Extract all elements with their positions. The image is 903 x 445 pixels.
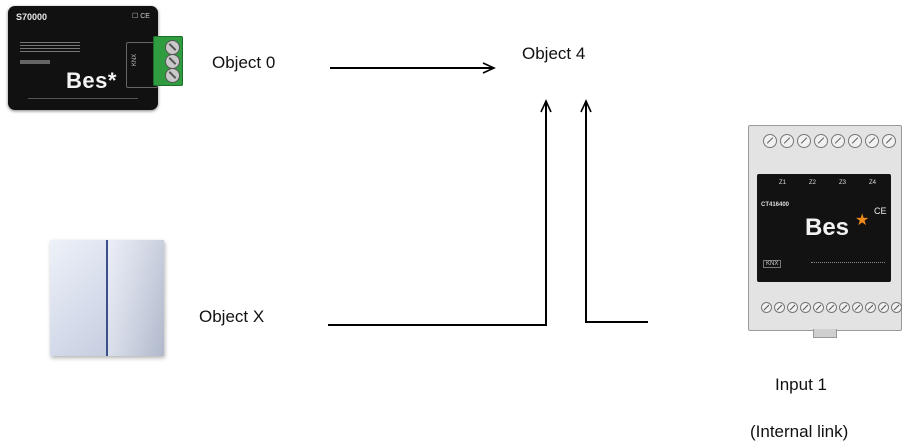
bottom-screw-row (761, 302, 903, 313)
screw-icon (891, 302, 902, 313)
s70000-fine-print (20, 42, 80, 52)
screw-icon (813, 302, 824, 313)
screw-icon (814, 134, 828, 148)
screw-icon (787, 302, 798, 313)
channel-label: Z3 (839, 180, 847, 186)
s70000-device: S70000 ☐ CE Bes* KNX (8, 6, 158, 110)
screw-icon (761, 302, 772, 313)
din-rail-clip (813, 329, 837, 338)
channel-label: Z1 (779, 180, 787, 186)
star-icon: ★ (855, 212, 870, 229)
screw-icon (763, 134, 777, 148)
s70000-model-label: S70000 (16, 12, 48, 22)
s70000-ce-mark: ☐ CE (132, 13, 150, 20)
screw-icon (780, 134, 794, 148)
screw-icon (797, 134, 811, 148)
label-object-4: Object 4 (522, 44, 586, 63)
actuator-model-label: CT416400 (761, 202, 790, 208)
label-object-0: Object 0 (212, 53, 276, 72)
label-object-x: Object X (199, 307, 265, 326)
screw-icon (848, 134, 862, 148)
switch-right-rocker (108, 240, 164, 356)
screw-icon (774, 302, 785, 313)
wire-objectX-to-object4 (328, 99, 552, 326)
screw-icon (865, 134, 879, 148)
actuator-output-markings (811, 262, 885, 277)
label-input-1: Input 1 (775, 375, 827, 394)
channel-label: Z4 (869, 180, 877, 186)
din-rail-actuator: Z1 Z2 Z3 Z4 CT416400 Bes ★ CE KNX (748, 125, 903, 338)
screw-icon (865, 302, 876, 313)
s70000-brand-logo: Bes* (66, 68, 117, 93)
actuator-knx-label: KNX (763, 260, 782, 268)
screw-icon (839, 302, 850, 313)
wire-input1-to-object4 (580, 99, 648, 323)
wall-push-button (50, 240, 164, 356)
terminal-screw-icon (165, 68, 180, 83)
screw-icon (878, 302, 889, 313)
screw-icon (826, 302, 837, 313)
screw-icon (800, 302, 811, 313)
channel-label: Z2 (809, 180, 817, 186)
actuator-brand-logo: Bes (805, 214, 850, 241)
actuator-front-panel: Z1 Z2 Z3 Z4 CT416400 Bes ★ CE KNX (757, 174, 891, 282)
screw-icon (852, 302, 863, 313)
top-screw-row (763, 134, 896, 148)
screw-icon (831, 134, 845, 148)
s70000-fine-print-2 (20, 60, 50, 64)
terminal-screw-icon (165, 40, 180, 55)
s70000-divider (28, 98, 138, 99)
green-terminal-block (153, 36, 183, 86)
switch-divider (106, 240, 108, 356)
screw-icon (882, 134, 896, 148)
terminal-screw-icon (165, 54, 180, 69)
s70000-knx-label: KNX (132, 53, 139, 67)
label-internal-link: (Internal link) (750, 422, 849, 441)
actuator-ce-mark: CE (874, 206, 887, 216)
